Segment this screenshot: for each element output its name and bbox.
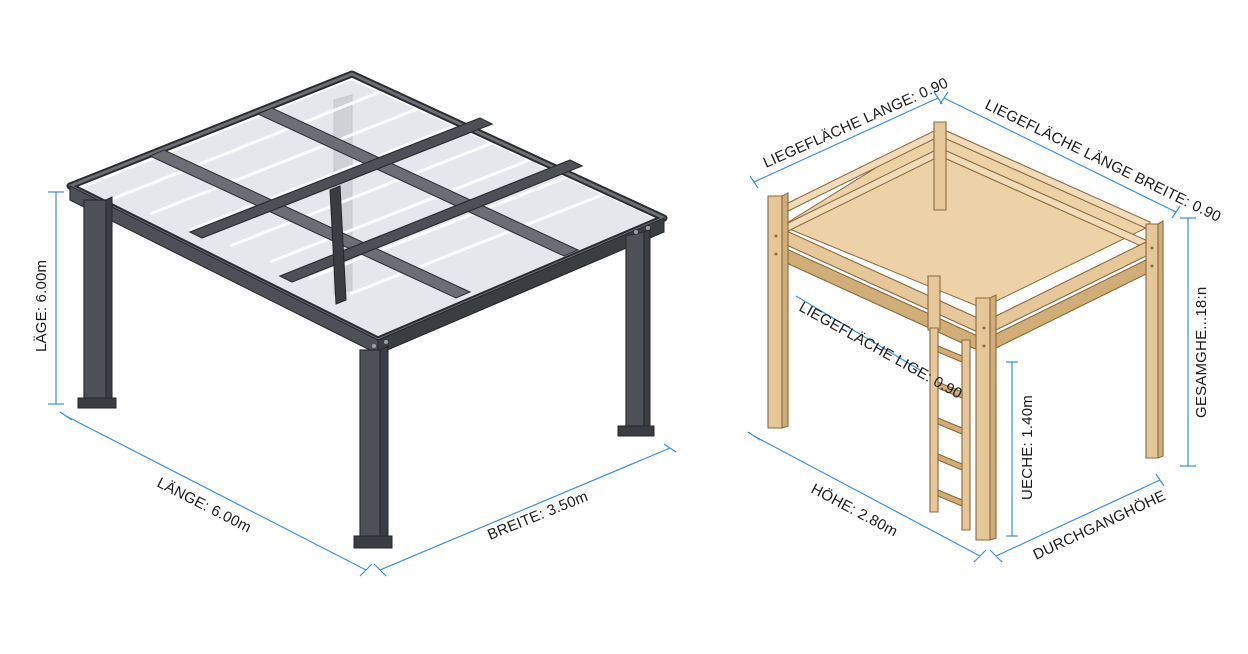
pergola-foot-front <box>353 535 393 549</box>
pergola-width-label: BREITE: 3.50m <box>485 488 590 544</box>
dim-line-inner <box>795 295 921 371</box>
pergola-height-label: LÄGE: 6.00m <box>33 260 50 352</box>
dim-line-length <box>65 415 367 571</box>
dim-line-top-right <box>943 97 1177 213</box>
loft-bed-post-front <box>975 297 991 541</box>
pergola-rafters <box>188 117 584 305</box>
loft-bed-screws <box>774 234 1154 348</box>
bed-total-height-label: GESAMGHE...18:n <box>1193 287 1210 418</box>
loft-bed-dimensions <box>747 91 1196 563</box>
pergola-post-left <box>83 199 107 403</box>
dim-line-passage <box>995 479 1161 557</box>
pergola-foot-left <box>77 397 117 409</box>
dim-line-width <box>379 447 671 571</box>
pergola-bolts <box>372 226 650 348</box>
loft-bed-post-left <box>767 195 783 429</box>
dim-line-height-bed <box>753 435 981 557</box>
pergola-dimensions <box>48 191 677 577</box>
pergola-glass-stripes <box>109 90 621 296</box>
pergola-foot-right <box>617 425 655 437</box>
loft-bed-back-rails <box>781 127 1151 251</box>
bed-passage-label: DURCHGANGHÖHE <box>1030 486 1168 563</box>
pergola-side-fascia <box>377 217 665 355</box>
pergola-drawing <box>66 70 668 549</box>
pergola-post-front <box>359 349 381 541</box>
bed-clearance-label: UECHE: 1.40m <box>1019 395 1036 500</box>
pergola-roof-glass <box>78 80 658 338</box>
loft-bed-post-right <box>1145 223 1159 459</box>
pergola-post-right <box>625 231 645 433</box>
dim-line-top-left <box>753 97 939 183</box>
loft-bed-drawing <box>767 121 1164 541</box>
loft-bed-back-post <box>933 121 947 211</box>
loft-bed-ladder <box>929 327 971 531</box>
loft-bed-ladder-post <box>927 275 941 331</box>
